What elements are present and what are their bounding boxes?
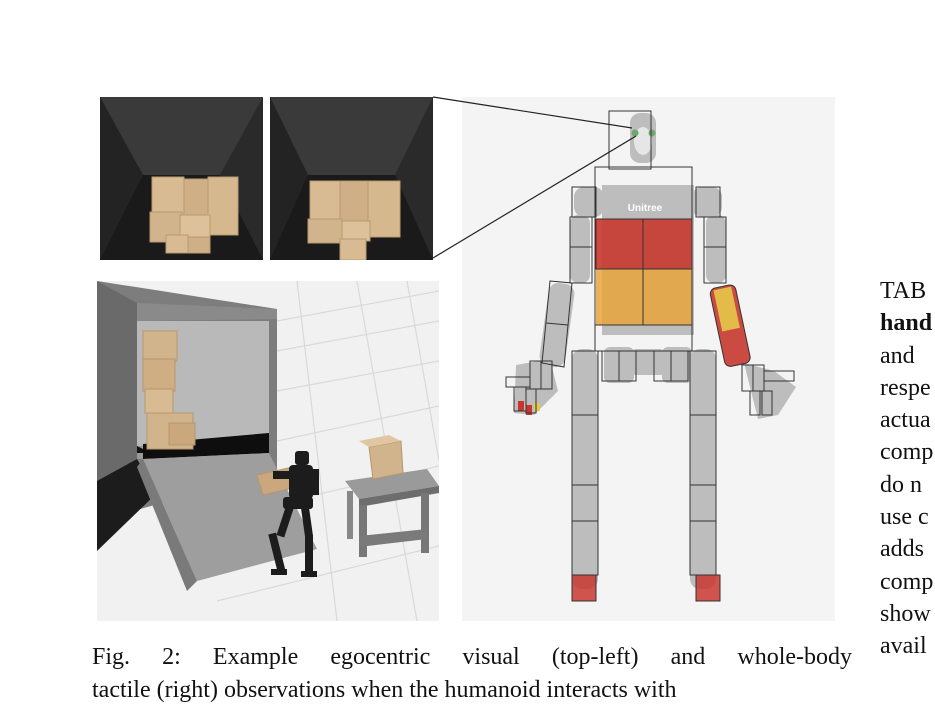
simulation-scene-image (97, 281, 439, 621)
adjacent-line: avail (880, 633, 927, 660)
egocentric-view-right-image (270, 97, 433, 260)
adjacent-line: TAB (880, 278, 927, 304)
table (345, 435, 439, 557)
simulation-scene (97, 281, 439, 621)
adjacent-line: use c (880, 504, 929, 531)
humanoid-robot (256, 451, 319, 577)
left-upper-arm (570, 215, 590, 283)
right-camera (648, 129, 656, 137)
left-foot (572, 575, 596, 601)
adjacent-line: actua (880, 407, 931, 434)
left-leg (572, 349, 598, 589)
box-stack (307, 180, 401, 260)
adjacent-line: adds (880, 536, 924, 563)
torso-contact-upper (596, 219, 692, 269)
adjacent-column-text: TAB hand and respe actua comp do n use c… (880, 275, 935, 663)
right-leg (690, 349, 716, 589)
left-hand (514, 359, 558, 415)
egocentric-view-left (100, 97, 263, 260)
left-forearm (539, 282, 575, 368)
figure-caption: Fig. 2: Example egocentric visual (top-l… (92, 641, 852, 707)
left-camera (631, 129, 639, 137)
egocentric-view-right (270, 97, 433, 260)
right-foot (696, 575, 720, 601)
robot-logo: Unitree (628, 203, 663, 214)
left-hand-contacts-yellow (534, 403, 540, 411)
right-upper-arm (706, 215, 726, 283)
truck (97, 281, 317, 591)
caption-line-1: Fig. 2: Example egocentric visual (top-l… (92, 644, 852, 670)
right-forearm (709, 284, 751, 367)
adjacent-line: comp (880, 568, 934, 595)
box-stack (149, 176, 239, 254)
torso-contact-lower (596, 269, 692, 325)
egocentric-view-left-image (100, 97, 263, 260)
adjacent-line: show (880, 600, 931, 627)
caption-line-2: tactile (right) observations when the hu… (92, 677, 677, 703)
adjacent-line: respe (880, 374, 931, 401)
adjacent-line: hand (880, 310, 933, 337)
adjacent-line: do n (880, 471, 922, 498)
adjacent-line: comp (880, 439, 934, 466)
left-hand-contacts (518, 401, 532, 415)
tactile-observation: Unitree H1 (462, 97, 835, 621)
tactile-body-map: Unitree H1 (505, 110, 796, 602)
adjacent-line: and (880, 342, 915, 369)
